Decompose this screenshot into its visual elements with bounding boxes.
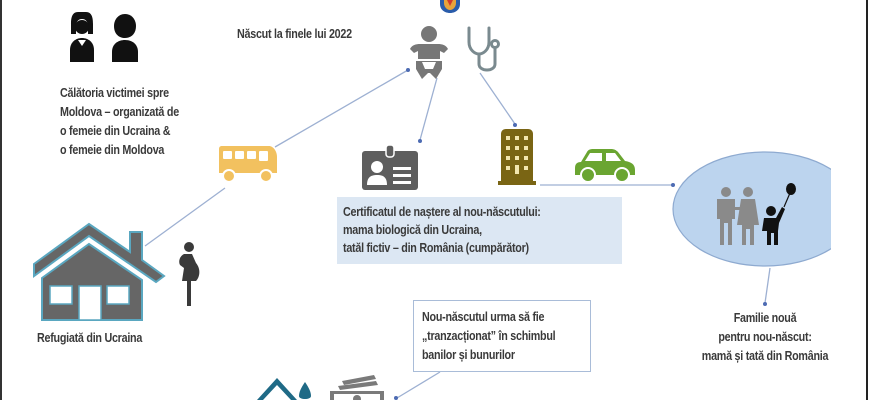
transaction-box: Nou-născutul urma să fie „tranzacționat”…	[413, 300, 591, 372]
transaction-line: Nou-născutul urma să fie	[422, 310, 545, 324]
travel-caption-line: o femeie din Moldova	[60, 143, 165, 157]
certificate-line: Certificatul de naștere al nou-născutulu…	[343, 205, 541, 219]
id-card-icon	[362, 144, 418, 190]
bus-icon	[219, 146, 277, 183]
stethoscope-icon	[467, 26, 500, 72]
family-caption: Familie nouă pentru nou-născut: mamă și …	[701, 309, 830, 366]
house-icon	[33, 222, 166, 321]
police-emblem-icon	[440, 0, 460, 13]
family-caption-line: Familie nouă	[733, 311, 797, 325]
certificate-text: Certificatul de naștere al nou-născutulu…	[343, 203, 541, 257]
building-icon	[498, 129, 536, 185]
transaction-line: „tranzacționat” în schimbul	[422, 329, 556, 343]
certificate-line: tatăl fictiv – din România (cumpărător)	[343, 241, 529, 255]
baby-icon	[410, 26, 448, 79]
family-icon	[717, 183, 796, 245]
family-caption-line: mamă și tată din România	[701, 349, 829, 363]
car-icon	[575, 149, 635, 183]
transaction-line: banilor și bunurilor	[422, 348, 515, 362]
right-border	[866, 0, 868, 400]
family-caption-line: pentru nou-născut:	[718, 330, 812, 344]
birth-certificate-box: Certificatul de naștere al nou-născutulu…	[337, 197, 622, 264]
certificate-line: mama biologică din Ucraina,	[343, 223, 482, 237]
property-icon	[257, 378, 311, 400]
refugee-caption: Refugiată din Ucraina	[37, 331, 143, 345]
pregnant-woman-icon	[179, 242, 200, 306]
transaction-text: Nou-născutul urma să fie „tranzacționat”…	[422, 308, 556, 365]
travel-caption-line: Călătoria victimei spre	[60, 86, 169, 100]
travel-caption: Călătoria victimei spre Moldova – organi…	[60, 84, 179, 160]
travel-caption-line: Moldova – organizată de	[60, 105, 179, 119]
travel-caption-line: o femeie din Ucraina &	[60, 124, 171, 138]
birth-caption: Născut la finele lui 2022	[237, 27, 352, 41]
left-border	[0, 0, 2, 400]
money-icon	[330, 375, 384, 400]
two-women-icon	[70, 12, 138, 62]
